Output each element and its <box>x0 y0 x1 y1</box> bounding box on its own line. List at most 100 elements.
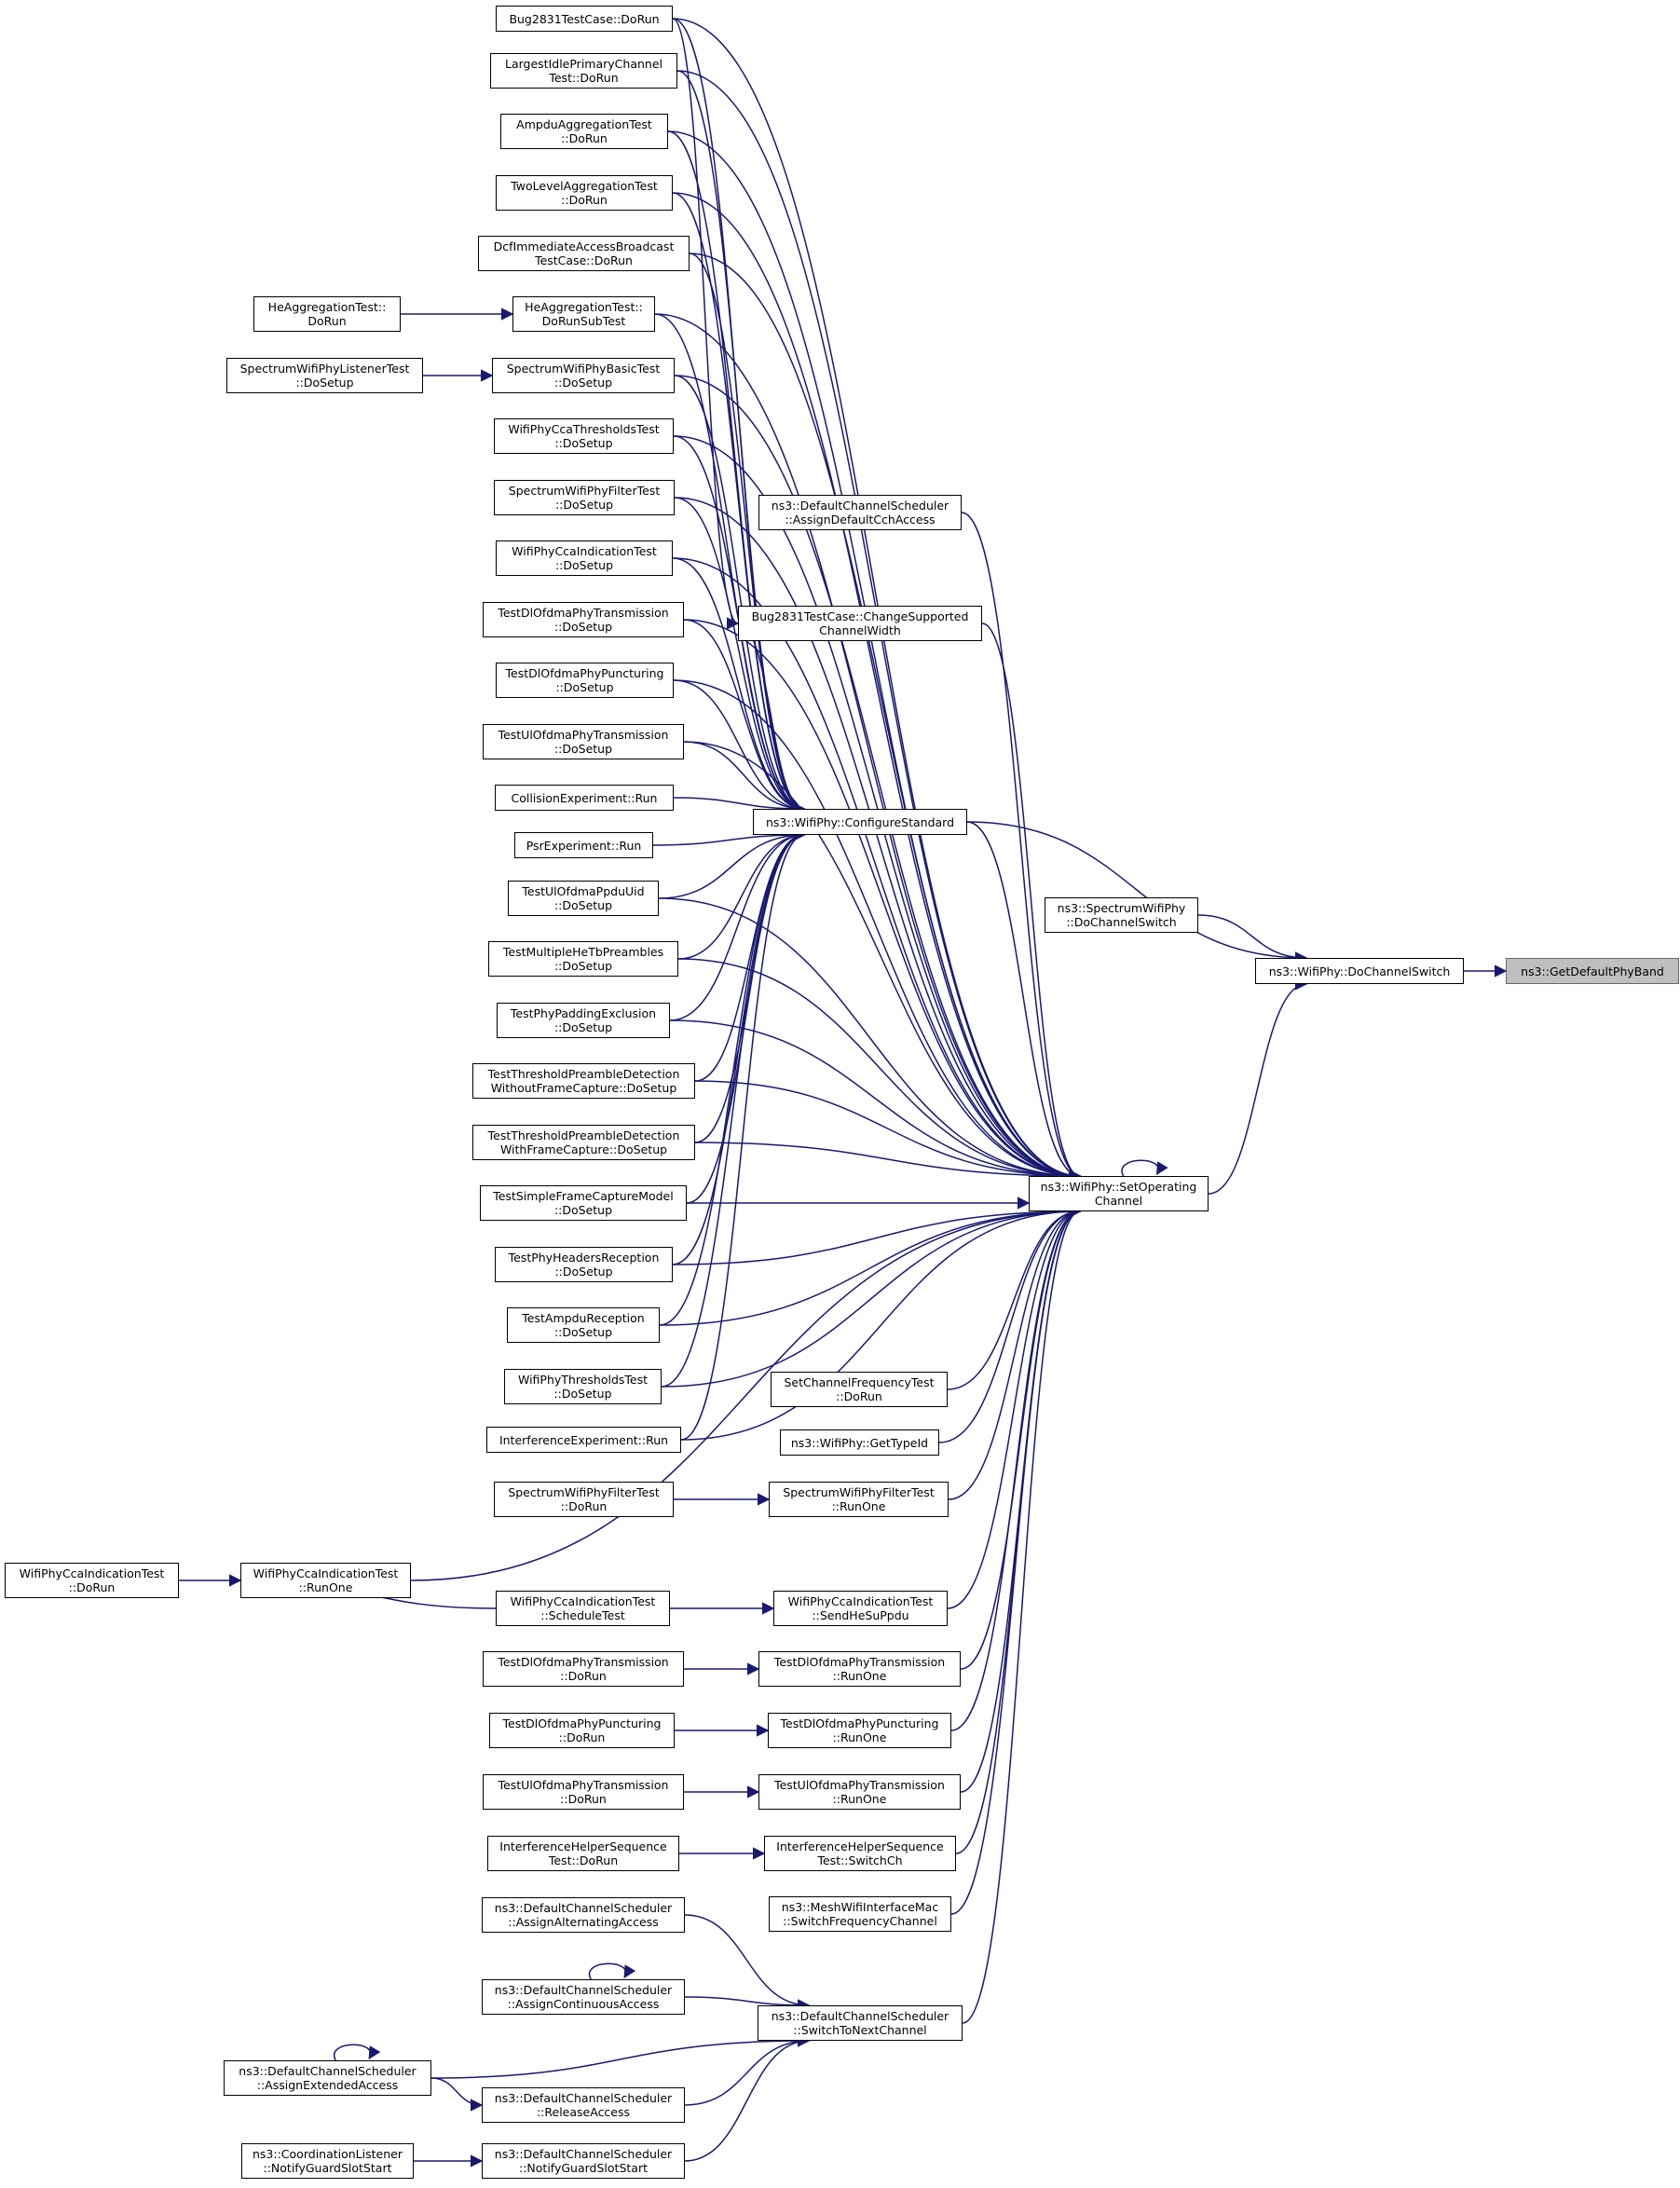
node-label-line: SpectrumWifiPhyBasicTest <box>506 362 661 376</box>
call-edge <box>673 797 806 815</box>
call-edge <box>672 192 806 815</box>
graph-node[interactable]: ns3::WifiPhy::GetTypeId <box>780 1429 939 1456</box>
call-edge <box>966 821 1308 964</box>
graph-node[interactable]: WifiPhyCcaIndicationTest::ScheduleTest <box>496 1591 670 1626</box>
graph-node[interactable]: TestPhyPaddingExclusion::DoSetup <box>497 1003 670 1038</box>
call-edge <box>430 2034 811 2079</box>
node-label-line: TestDlOfdmaPhyTransmission <box>773 1655 946 1669</box>
node-label-line: ns3::DefaultChannelScheduler <box>771 499 949 513</box>
graph-node[interactable]: TwoLevelAggregationTest::DoRun <box>496 175 673 211</box>
graph-node[interactable]: WifiPhyCcaIndicationTest::SendHeSuPpdu <box>773 1591 948 1626</box>
node-label-line: ::DoRun <box>561 131 608 145</box>
graph-node[interactable]: ns3::DefaultChannelScheduler::AssignAlte… <box>482 1897 685 1933</box>
graph-node[interactable]: ns3::WifiPhy::DoChannelSwitch <box>1255 958 1464 984</box>
node-label-line: ::AssignDefaultCchAccess <box>785 513 936 526</box>
graph-node[interactable]: TestAmpduReception::DoSetup <box>507 1307 660 1343</box>
node-label-line: WithoutFrameCapture::DoSetup <box>490 1081 677 1095</box>
graph-node[interactable]: SpectrumWifiPhyFilterTest::RunOne <box>769 1482 949 1517</box>
graph-node[interactable]: TestUlOfdmaPpduUid::DoSetup <box>508 881 659 916</box>
graph-node[interactable]: TestDlOfdmaPhyTransmission::DoSetup <box>483 602 684 637</box>
graph-node[interactable]: ns3::DefaultChannelScheduler::SwitchToNe… <box>758 2005 963 2041</box>
node-label-line: ::RunOne <box>831 1499 886 1513</box>
call-edge <box>659 1205 1082 1326</box>
graph-node[interactable]: ns3::DefaultChannelScheduler::NotifyGuar… <box>482 2143 685 2179</box>
node-label-line: ::SwitchToNextChannel <box>793 2023 927 2037</box>
graph-node: ns3::GetDefaultPhyBand <box>1506 958 1679 984</box>
graph-node[interactable]: ns3::WifiPhy::ConfigureStandard <box>753 809 967 835</box>
graph-node[interactable]: WifiPhyCcaIndicationTest::DoRun <box>5 1563 179 1598</box>
node-label-line: WifiPhyThresholdsTest <box>517 1373 649 1387</box>
node-label-line: WifiPhyCcaIndicationTest <box>787 1594 934 1608</box>
graph-node[interactable]: ns3::SpectrumWifiPhy::DoChannelSwitch <box>1045 897 1198 933</box>
call-edge <box>677 828 806 960</box>
node-label-line: ::DoSetup <box>553 1203 613 1217</box>
graph-node[interactable]: AmpduAggregationTest::DoRun <box>500 114 668 149</box>
node-label-line: Bug2831TestCase::DoRun <box>509 11 660 26</box>
graph-node[interactable]: WifiPhyThresholdsTest::DoSetup <box>504 1369 662 1404</box>
graph-node[interactable]: SpectrumWifiPhyFilterTest::DoSetup <box>494 480 675 515</box>
call-edge <box>1121 1159 1168 1177</box>
graph-node[interactable]: HeAggregationTest::DoRunSubTest <box>512 296 655 332</box>
call-edge <box>947 1205 1082 1390</box>
node-label-line: ns3::DefaultChannelScheduler <box>494 2147 673 2161</box>
graph-node[interactable]: InterferenceExperiment::Run <box>486 1427 681 1453</box>
graph-node[interactable]: WifiPhyCcaIndicationTest::RunOne <box>240 1563 411 1598</box>
call-edge <box>966 821 1082 1183</box>
graph-node[interactable]: ns3::CoordinationListener::NotifyGuardSl… <box>241 2143 414 2179</box>
node-label-line: InterferenceHelperSequence <box>499 1839 667 1853</box>
node-label-line: ::DoSetup <box>553 1387 612 1401</box>
call-edge <box>672 1205 1082 1265</box>
node-label-line: ::DoSetup <box>553 959 613 973</box>
call-edge <box>950 1205 1082 1915</box>
graph-node[interactable]: SpectrumWifiPhyListenerTest::DoSetup <box>226 358 423 393</box>
graph-node[interactable]: HeAggregationTest::DoRun <box>253 296 401 332</box>
graph-node[interactable]: TestDlOfdmaPhyTransmission::RunOne <box>758 1651 961 1687</box>
node-label-line: ::ScheduleTest <box>540 1608 625 1622</box>
graph-node[interactable]: TestUlOfdmaPhyTransmission::RunOne <box>758 1774 961 1810</box>
graph-node[interactable]: TestDlOfdmaPhyPuncturing::RunOne <box>768 1713 951 1748</box>
graph-node[interactable]: SetChannelFrequencyTest::DoRun <box>771 1372 948 1407</box>
graph-node[interactable]: WifiPhyCcaThresholdsTest::DoSetup <box>494 418 674 454</box>
graph-node[interactable]: ns3::DefaultChannelScheduler::ReleaseAcc… <box>482 2087 685 2123</box>
graph-node[interactable]: TestDlOfdmaPhyPuncturing::DoSetup <box>496 663 674 698</box>
graph-node[interactable]: TestMultipleHeTbPreambles::DoSetup <box>488 941 678 977</box>
node-label-line: WifiPhyCcaIndicationTest <box>512 544 657 558</box>
call-edge <box>669 1019 1082 1183</box>
graph-node[interactable]: TestDlOfdmaPhyPuncturing::DoRun <box>489 1713 675 1748</box>
graph-node[interactable]: SpectrumWifiPhyBasicTest::DoSetup <box>492 358 675 393</box>
graph-node[interactable]: WifiPhyCcaIndicationTest::DoSetup <box>496 540 673 576</box>
graph-node[interactable]: TestUlOfdmaPhyTransmission::DoRun <box>483 1774 684 1810</box>
node-label-line: ::RunOne <box>832 1730 887 1744</box>
call-edge <box>961 512 1082 1183</box>
node-label-line: ns3::SpectrumWifiPhy <box>1057 901 1186 915</box>
graph-node[interactable]: TestSimpleFrameCaptureModel::DoSetup <box>480 1185 687 1221</box>
node-label-line: ::ReleaseAccess <box>536 2105 631 2119</box>
graph-node[interactable]: TestDlOfdmaPhyTransmission::DoRun <box>483 1651 684 1687</box>
graph-node[interactable]: PsrExperiment::Run <box>514 832 653 858</box>
graph-node[interactable]: TestUlOfdmaPhyTransmission::DoSetup <box>483 724 684 759</box>
graph-node[interactable]: ns3::MeshWifiInterfaceMac::SwitchFrequen… <box>769 1896 951 1932</box>
node-label-line: ::DoSetup <box>554 1265 613 1279</box>
graph-node[interactable]: ns3::DefaultChannelScheduler::AssignExte… <box>224 2060 431 2096</box>
graph-node[interactable]: ns3::DefaultChannelScheduler::AssignCont… <box>482 1979 685 2015</box>
node-label-line: PsrExperiment::Run <box>526 838 642 853</box>
node-label-line: ChannelWidth <box>819 623 901 637</box>
graph-node[interactable]: ns3::DefaultChannelScheduler::AssignDefa… <box>758 495 962 530</box>
call-edge <box>672 18 1082 1183</box>
node-label-line: WifiPhyCcaThresholdsTest <box>508 422 660 436</box>
node-label-line: ::NotifyGuardSlotStart <box>263 2161 392 2175</box>
graph-node[interactable]: TestPhyHeadersReception::DoSetup <box>495 1247 673 1282</box>
node-label-line: Channel <box>1094 1194 1143 1208</box>
call-edge <box>689 253 1082 1183</box>
graph-node[interactable]: CollisionExperiment::Run <box>495 785 674 811</box>
graph-node[interactable]: SpectrumWifiPhyFilterTest::DoRun <box>494 1482 674 1517</box>
graph-node[interactable]: Bug2831TestCase::DoRun <box>496 6 673 32</box>
